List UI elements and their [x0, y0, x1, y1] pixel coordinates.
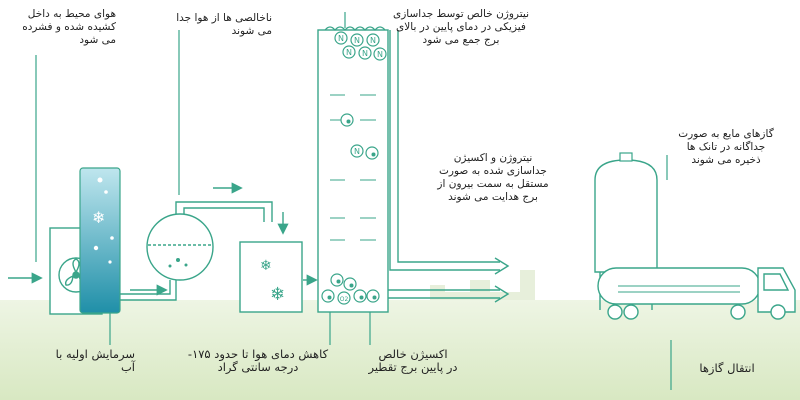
nitrogen-molecule: [366, 33, 380, 47]
nitrogen-symbol: N: [338, 34, 344, 43]
label-separate-outlets: نیتروژن و اکسیژن جداسازی شده به صورت مست…: [437, 152, 549, 203]
oxygen-molecule: [365, 146, 379, 160]
label-initial-cooling: سرمایش اولیه با آب: [55, 347, 135, 374]
oxygen-molecule: [337, 291, 351, 305]
ground-band: [0, 300, 800, 400]
label-nitrogen-separation: نیتروژن خالص توسط جداسازی فیزیکی در دمای…: [393, 8, 529, 46]
nitrogen-molecule: [358, 46, 372, 60]
oxygen-molecule: [330, 273, 344, 287]
oxygen-molecule-dot: [327, 295, 332, 300]
oxygen-outlet-arrow: [494, 285, 510, 303]
label-pure-oxygen: اکسیژن خالص در پایین برج تقطیر: [368, 347, 458, 374]
heat-exchanger: [239, 241, 303, 313]
oxygen-molecule-dot: [349, 283, 354, 288]
nitrogen-symbol: N: [354, 147, 360, 156]
water-cooling-column: [79, 167, 121, 314]
separator-vessel: [146, 213, 214, 281]
process-pipes: [120, 30, 500, 301]
label-gas-transport: انتقال گازها: [699, 361, 755, 375]
oxygen-molecule-dot: [359, 295, 364, 300]
water-bubbles: [93, 177, 114, 264]
label-impurities-removed: ناخالصی ها از هوا جدا می شوند: [176, 12, 272, 37]
label-air-cooling: کاهش دمای هوا تا حدود ۱۷۵- درجه سانتی گر…: [187, 347, 329, 374]
oxygen-molecule-dot: [346, 119, 351, 124]
nitrogen-molecule: [334, 31, 348, 45]
snowflake-icon: ❄: [270, 284, 285, 305]
tanker-truck: [597, 267, 796, 320]
oxygen-molecule: [340, 113, 354, 127]
oxygen-molecule: [321, 289, 335, 303]
label-tank-storage: گازهای مایع به صورت جداگانه در تانک ها ذ…: [678, 128, 774, 166]
distillation-column: [317, 29, 389, 313]
nitrogen-molecule: [350, 144, 364, 158]
oxygen-molecule-dot: [336, 279, 341, 284]
oxygen-symbol: O2: [340, 296, 349, 303]
nitrogen-symbol: N: [346, 48, 352, 57]
oxygen-molecule: [366, 289, 380, 303]
nitrogen-molecule: [350, 33, 364, 47]
nitrogen-outlet-arrow: [494, 257, 510, 275]
oxygen-molecule-dot: [372, 295, 377, 300]
storage-tank: [594, 159, 658, 273]
snowflake-icon: ❄: [92, 208, 105, 227]
leader-lines: [35, 12, 672, 390]
oxygen-molecule-dot: [371, 152, 376, 157]
nitrogen-molecule: [342, 45, 356, 59]
nitrogen-symbol: N: [377, 50, 383, 59]
ground-skyline: [430, 270, 535, 300]
oxygen-molecule: [343, 277, 357, 291]
nitrogen-molecule: [373, 47, 387, 61]
nitrogen-symbol: N: [354, 36, 360, 45]
column-trays: [330, 94, 376, 241]
snowflake-icon: ❄: [260, 258, 272, 274]
nitrogen-symbol: N: [370, 36, 376, 45]
nitrogen-symbol: N: [362, 49, 368, 58]
oxygen-molecule: [353, 289, 367, 303]
label-ambient-air: هوای محیط به داخل کشیده شده و فشرده می ش…: [22, 8, 116, 46]
